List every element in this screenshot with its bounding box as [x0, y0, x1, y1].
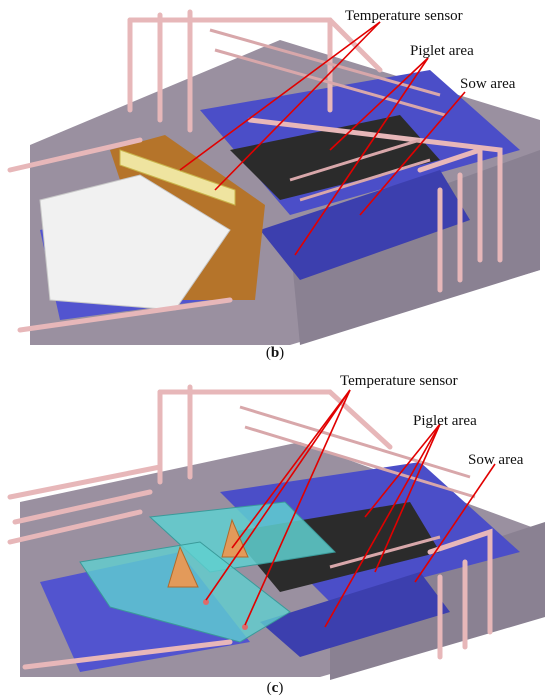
label-temperature-sensor-c: Temperature sensor: [340, 373, 458, 389]
sensor-marker-2-c: [242, 624, 248, 630]
caption-b: (b): [265, 345, 285, 361]
heat-lamp-cover-front-c: [79, 541, 291, 643]
label-temperature-sensor-b: Temperature sensor: [345, 8, 463, 24]
pen-rails-c: [7, 384, 493, 670]
label-piglet-area-c: Piglet area: [413, 413, 477, 429]
farrowing-pen-illustration-c: Temperature sensor Piglet area Sow area: [7, 373, 545, 680]
slat-floor-mid-c: [260, 572, 450, 657]
panel-c-diagram: Temperature sensor Piglet area Sow area: [0, 352, 550, 700]
farrowing-pen-illustration-b: Temperature sensor Piglet area Sow area: [7, 8, 540, 345]
label-sow-area-c: Sow area: [468, 452, 524, 468]
leader-lines-b: [179, 21, 466, 256]
caption-c-letter: c: [271, 680, 279, 696]
leader-lines-c: [205, 389, 496, 628]
lamp-cone-front-c: [167, 545, 199, 588]
caption-b-letter: b: [270, 345, 280, 361]
sensor-marker-1-c: [203, 599, 209, 605]
heater-hood-front-b: [39, 174, 231, 311]
pen-rails-detail-c: [239, 405, 476, 569]
panel-b-diagram: Temperature sensor Piglet area Sow area: [0, 0, 550, 345]
slat-floor-mid-b: [260, 170, 470, 280]
label-piglet-area-b: Piglet area: [410, 43, 474, 59]
label-sow-area-b: Sow area: [460, 76, 516, 92]
caption-c: (c): [266, 680, 284, 696]
heater-lamp-b: [119, 149, 236, 206]
